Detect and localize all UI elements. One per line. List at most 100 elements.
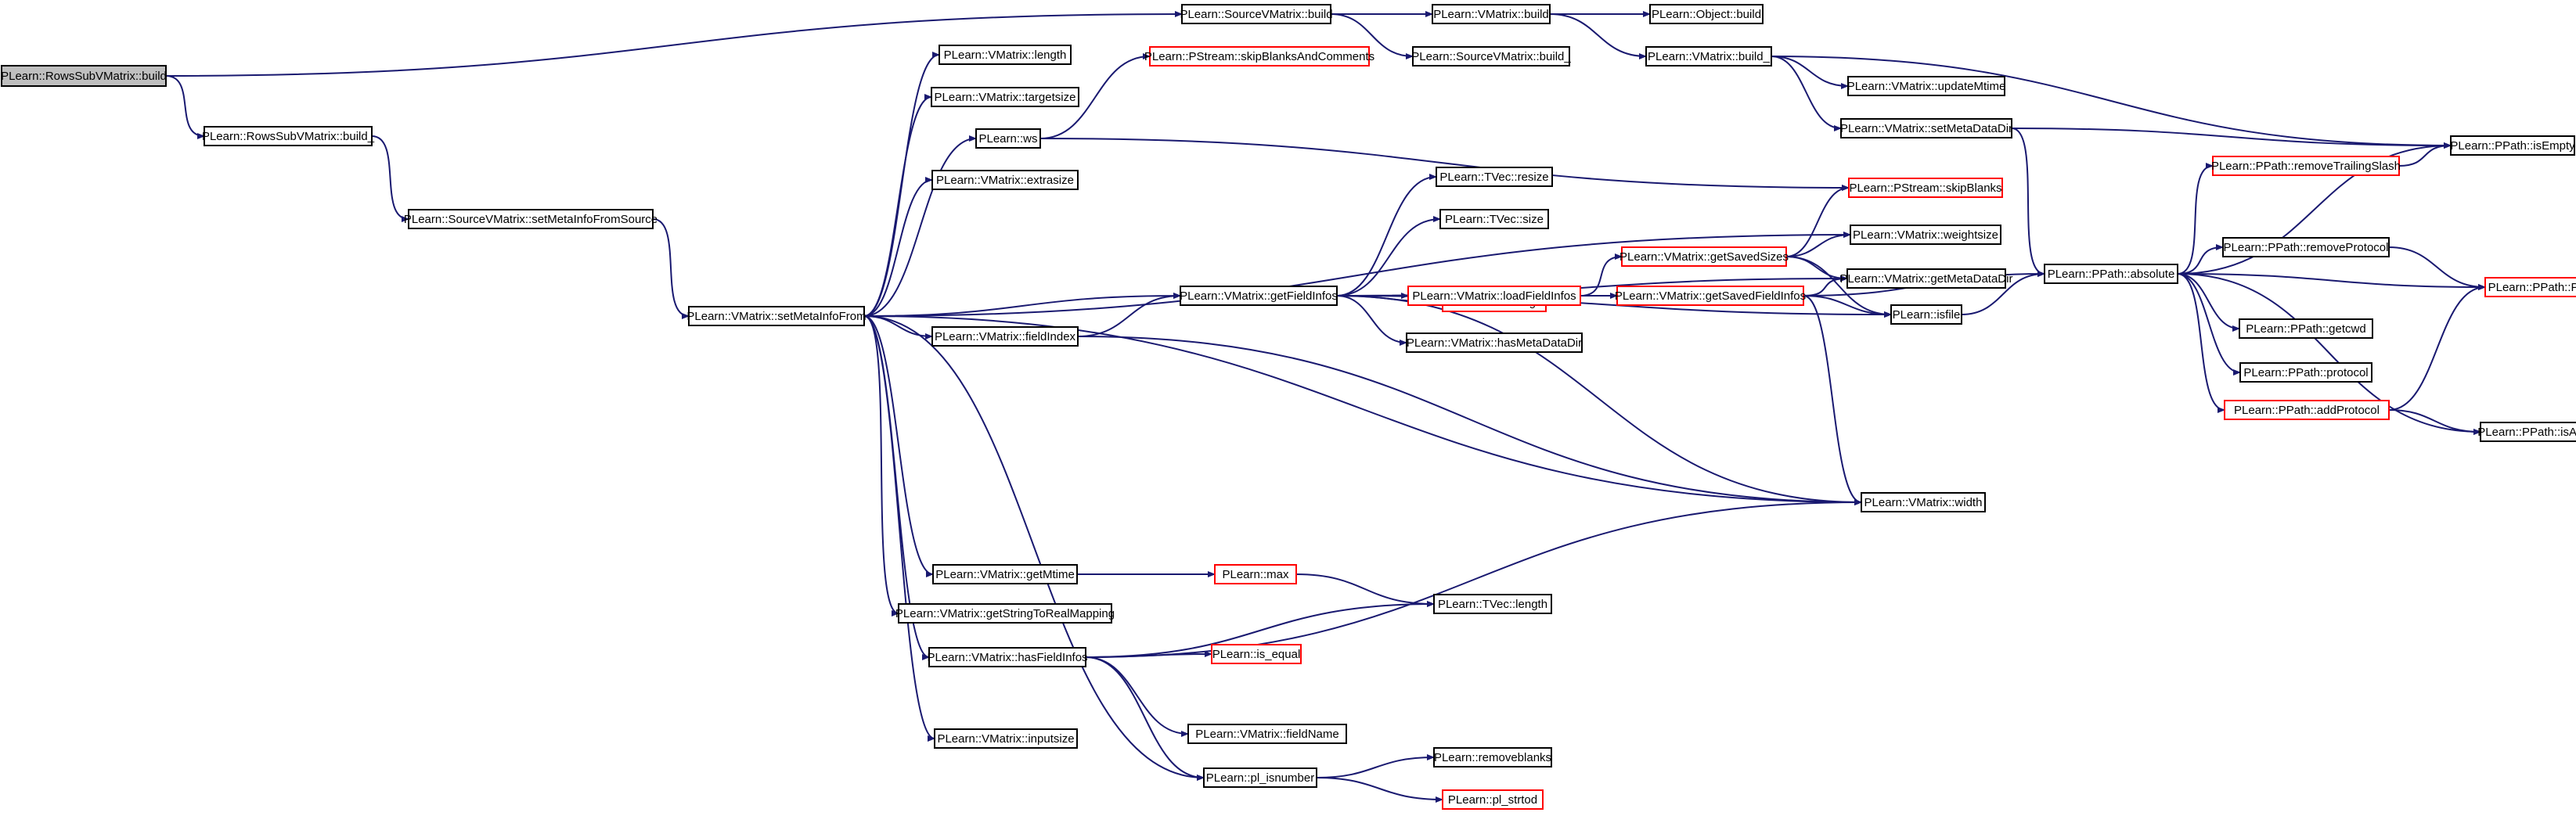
node-hasFieldInfos[interactable]: PLearn::VMatrix::hasFieldInfos (927, 647, 1088, 667)
node-rowssub-build[interactable]: PLearn::RowsSubVMatrix::build (1, 65, 167, 87)
node-label: PLearn::VMatrix::fieldIndex (935, 330, 1076, 343)
edge-removeTrailingSlash-to-isEmpty (2398, 142, 2452, 167)
edge-fieldIndex-to-getFieldInfos (1077, 293, 1181, 337)
node-getMetaDataDir[interactable]: PLearn::VMatrix::getMetaDataDir (1840, 268, 2013, 289)
node-ppath-ctor[interactable]: PLearn::PPath::PPath (2484, 277, 2576, 297)
node-box (934, 728, 1078, 749)
node-box (1439, 209, 1549, 229)
node-setMetaInfoFrom[interactable]: PLearn::VMatrix::setMetaInfoFrom (686, 306, 866, 326)
node-getcwd[interactable]: PLearn::PPath::getcwd (2239, 318, 2373, 339)
node-is-equal[interactable]: PLearn::is_equal (1211, 644, 1302, 664)
node-skipBlanksAndComments[interactable]: PLearn::PStream::skipBlanksAndComments (1144, 46, 1374, 67)
node-label: PLearn::VMatrix::targetsize (935, 91, 1076, 104)
node-tvec-length[interactable]: PLearn::TVec::length (1433, 594, 1552, 614)
node-skipBlanks[interactable]: PLearn::PStream::skipBlanks (1848, 178, 2003, 198)
node-box (1436, 167, 1553, 187)
node-tvec-size[interactable]: PLearn::TVec::size (1439, 209, 1549, 229)
node-label: PLearn::SourceVMatrix::setMetaInfoFromSo… (404, 213, 658, 226)
node-protocol[interactable]: PLearn::PPath::protocol (2239, 362, 2372, 383)
node-label: PLearn::VMatrix::weightsize (1853, 228, 1998, 242)
node-box (1847, 76, 2005, 96)
node-isEmpty[interactable]: PLearn::PPath::isEmpty (2450, 135, 2575, 156)
node-getStringToRealMapping[interactable]: PLearn::VMatrix::getStringToRealMapping (895, 603, 1115, 624)
node-absolute[interactable]: PLearn::PPath::absolute (2044, 264, 2178, 284)
node-sourcev-build-[interactable]: PLearn::SourceVMatrix::build_ (1411, 46, 1571, 67)
node-box (931, 170, 1079, 190)
node-box (408, 209, 654, 229)
node-label: PLearn::PPath::isEmpty (2450, 139, 2575, 153)
node-box (1649, 4, 1764, 24)
node-targetsize[interactable]: PLearn::VMatrix::targetsize (931, 87, 1079, 107)
node-removeTrailingSlash[interactable]: PLearn::PPath::removeTrailingSlash (2211, 156, 2401, 176)
node-box (1211, 644, 1302, 664)
edge-absolute-to-isAbsPath (2177, 273, 2481, 435)
node-label: PLearn::VMatrix::setMetaInfoFrom (686, 310, 866, 323)
node-pl-strtod[interactable]: PLearn::pl_strtod (1442, 789, 1544, 810)
node-box (1180, 286, 1338, 306)
edge-absolute-to-ppath_ctor (2177, 273, 2486, 290)
node-label: PLearn::VMatrix::inputsize (937, 732, 1074, 746)
node-inputsize[interactable]: PLearn::VMatrix::inputsize (934, 728, 1078, 749)
node-pl-isnumber[interactable]: PLearn::pl_isnumber (1203, 767, 1317, 788)
node-vmatrix-build-[interactable]: PLearn::VMatrix::build_ (1645, 46, 1772, 67)
node-getFieldInfos[interactable]: PLearn::VMatrix::getFieldInfos (1180, 286, 1338, 306)
node-label: PLearn::PStream::skipBlanksAndComments (1144, 50, 1374, 63)
node-hasMetaDataDir[interactable]: PLearn::VMatrix::hasMetaDataDir (1406, 333, 1583, 353)
edge-setMetaDataDir-to-absolute (2011, 128, 2045, 277)
node-box (1442, 789, 1544, 810)
node-box (932, 564, 1078, 584)
node-rowssub-build-[interactable]: PLearn::RowsSubVMatrix::build_ (202, 126, 375, 146)
node-max[interactable]: PLearn::max (1214, 564, 1297, 584)
edge-sourcev_build-to-sourcev_build_ (1330, 13, 1414, 59)
node-label: PLearn::max (1222, 568, 1289, 581)
node-getSavedFieldInfos[interactable]: PLearn::VMatrix::getSavedFieldInfos (1615, 286, 1806, 306)
node-box (2450, 135, 2575, 156)
node-label: PLearn::PPath::PPath (2488, 281, 2576, 294)
edge-getSavedSizes-to-getMetaDataDir (1785, 256, 1848, 282)
node-setMetaDataDir[interactable]: PLearn::VMatrix::setMetaDataDir (1840, 118, 2012, 138)
node-weightsize[interactable]: PLearn::VMatrix::weightsize (1850, 225, 2001, 245)
edge-vmatrix_build_-to-updateMtime (1771, 56, 1849, 89)
node-tvec-resize[interactable]: PLearn::TVec::resize (1436, 167, 1553, 187)
node-extrasize[interactable]: PLearn::VMatrix::extrasize (931, 170, 1079, 190)
node-label: PLearn::removeblanks (1434, 751, 1551, 764)
node-width[interactable]: PLearn::VMatrix::width (1861, 492, 1986, 512)
node-label: PLearn::VMatrix::getMetaDataDir (1840, 272, 2013, 286)
edge-rowssub_build-to-sourcev_build (165, 11, 1183, 77)
node-label: PLearn::PPath::protocol (2243, 366, 2368, 379)
node-box (1406, 333, 1583, 353)
node-setMetaInfoFromSource[interactable]: PLearn::SourceVMatrix::setMetaInfoFromSo… (404, 209, 658, 229)
node-fieldIndex[interactable]: PLearn::VMatrix::fieldIndex (931, 326, 1079, 347)
node-label: PLearn::SourceVMatrix::build_ (1411, 50, 1571, 63)
node-addProtocol[interactable]: PLearn::PPath::addProtocol (2224, 400, 2390, 420)
node-box (1621, 246, 1787, 267)
node-box (1861, 492, 1986, 512)
node-removeProtocol[interactable]: PLearn::PPath::removeProtocol (2222, 237, 2390, 257)
node-box (2222, 237, 2390, 257)
edge-setMetaInfoFrom-to-ws (863, 135, 977, 317)
edge-absolute-to-removeProtocol (2177, 244, 2224, 275)
edge-getFieldInfos-to-hasMetaDataDir (1336, 295, 1407, 346)
node-box (1412, 46, 1570, 67)
node-label: PLearn::VMatrix::updateMtime (1847, 80, 2006, 93)
node-isAbsPath[interactable]: PLearn::PPath::isAbsPath (2477, 422, 2576, 442)
node-getSavedSizes[interactable]: PLearn::VMatrix::getSavedSizes (1619, 246, 1789, 267)
node-ws[interactable]: PLearn::ws (975, 128, 1041, 149)
node-sourcev-build[interactable]: PLearn::SourceVMatrix::build (1180, 4, 1333, 24)
node-label: PLearn::VMatrix::setMetaDataDir (1840, 122, 2012, 135)
node-removeblanks[interactable]: PLearn::removeblanks (1433, 747, 1552, 767)
node-vmatrix-build[interactable]: PLearn::VMatrix::build (1432, 4, 1551, 24)
node-box (1214, 564, 1297, 584)
node-isfile[interactable]: PLearn::isfile (1890, 304, 1962, 325)
node-loadFieldInfos[interactable]: PLearn::VMatrix::loadFieldInfos (1407, 286, 1581, 306)
edge-setMetaInfoFromSource-to-setMetaInfoFrom (652, 218, 690, 319)
edge-vmatrix_build_-to-isEmpty (1771, 56, 2452, 149)
node-getMtime[interactable]: PLearn::VMatrix::getMtime (932, 564, 1078, 584)
node-vm-length[interactable]: PLearn::VMatrix::length (939, 45, 1072, 65)
node-object-build[interactable]: PLearn::Object::build (1649, 4, 1764, 24)
edge-getFieldInfos-to-tvec_resize (1336, 174, 1437, 297)
node-box (898, 603, 1112, 624)
edge-getSavedFieldInfos-to-isfile (1803, 295, 1892, 318)
node-updateMtime[interactable]: PLearn::VMatrix::updateMtime (1847, 76, 2006, 96)
node-fieldName[interactable]: PLearn::VMatrix::fieldName (1187, 724, 1347, 744)
